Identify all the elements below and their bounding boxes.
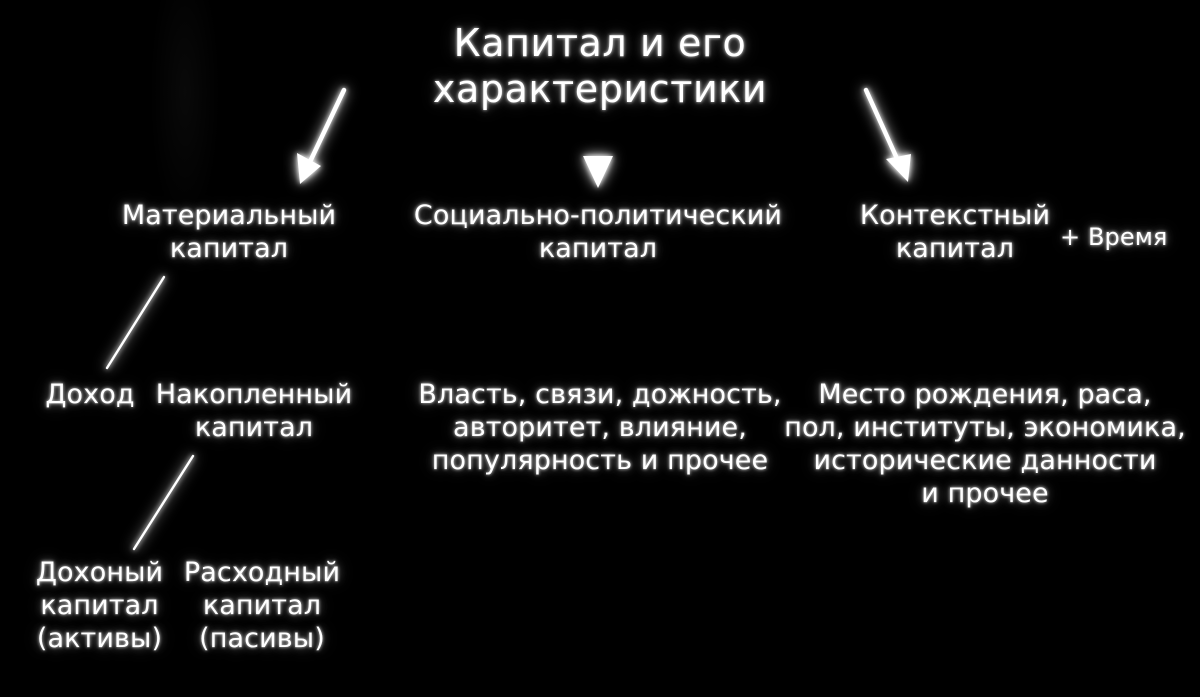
node-material-capital[interactable]: Материальный капитал xyxy=(121,200,337,264)
note-time: + Время xyxy=(1060,223,1168,251)
node-socio-political-items[interactable]: Власть, связи, дожность, авторитет, влия… xyxy=(418,379,782,476)
node-socio-political-capital[interactable]: Социально-политический капитал xyxy=(413,200,783,264)
connector-material-to-income xyxy=(105,275,166,370)
node-income[interactable]: Доход xyxy=(45,379,135,410)
background-smudge xyxy=(150,0,220,230)
node-contextual-capital[interactable]: Контекстный капитал xyxy=(859,200,1051,264)
node-expense-capital[interactable]: Расходный капитал (пасивы) xyxy=(183,557,341,654)
node-accumulated-capital[interactable]: Накопленный капитал xyxy=(155,379,353,443)
connector-accumulated-to-asset xyxy=(132,454,195,551)
node-asset-capital[interactable]: Дохоный капитал (активы) xyxy=(35,557,164,654)
diagram-title: Капитал и его характеристики xyxy=(432,21,768,112)
node-contextual-items[interactable]: Место рождения, раса, пол, институты, эк… xyxy=(784,379,1186,509)
